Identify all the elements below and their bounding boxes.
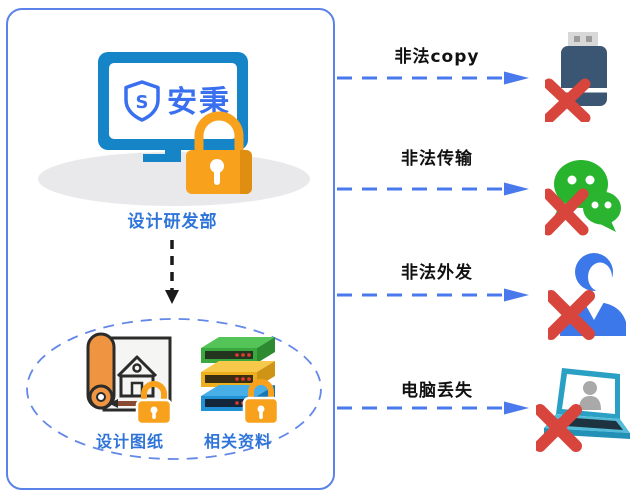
user-silhouette <box>583 381 597 395</box>
department-label: 设计研发部 <box>127 212 218 232</box>
asset-label-related-materials: 相关资料 <box>203 432 272 451</box>
server-yellow <box>201 361 275 387</box>
cross-icon <box>545 78 591 122</box>
monitor-stand <box>143 150 181 162</box>
person-icon <box>548 253 626 340</box>
dashed-arrow-icon <box>337 288 529 302</box>
dashed-arrow-icon <box>337 401 529 415</box>
dashed-arrow-icon <box>337 182 529 196</box>
threat-label-computer-loss: 电脑丢失 <box>401 381 473 401</box>
threat-label-illegal-transfer: 非法传输 <box>401 149 473 169</box>
wechat-icon <box>545 160 621 236</box>
shield-icon: S <box>124 80 160 122</box>
threat-label-illegal-copy: 非法copy <box>394 47 480 67</box>
padlock-shackle <box>194 111 244 154</box>
dashed-arrow-icon <box>337 71 529 85</box>
cross-icon <box>536 404 582 452</box>
padlock-keyhole <box>210 159 224 173</box>
padlock-icon <box>186 111 252 194</box>
laptop-icon <box>536 368 630 452</box>
server-green <box>201 337 275 363</box>
cross-icon <box>548 290 595 340</box>
threat-label-illegal-outsend: 非法外发 <box>401 263 473 283</box>
server-stack-icon <box>201 337 280 426</box>
house-roof <box>116 355 158 378</box>
usb-drive-icon <box>545 32 609 122</box>
asset-label-design-drawings: 设计图纸 <box>95 432 164 451</box>
pencil <box>118 401 152 406</box>
cross-icon <box>545 188 589 236</box>
shield-letter: S <box>136 92 149 113</box>
mini-padlock-icon <box>135 381 173 426</box>
blueprint-icon <box>86 332 173 426</box>
assets-ellipse <box>26 318 322 460</box>
down-arrow-icon <box>165 240 179 304</box>
mini-padlock-icon <box>242 379 280 426</box>
